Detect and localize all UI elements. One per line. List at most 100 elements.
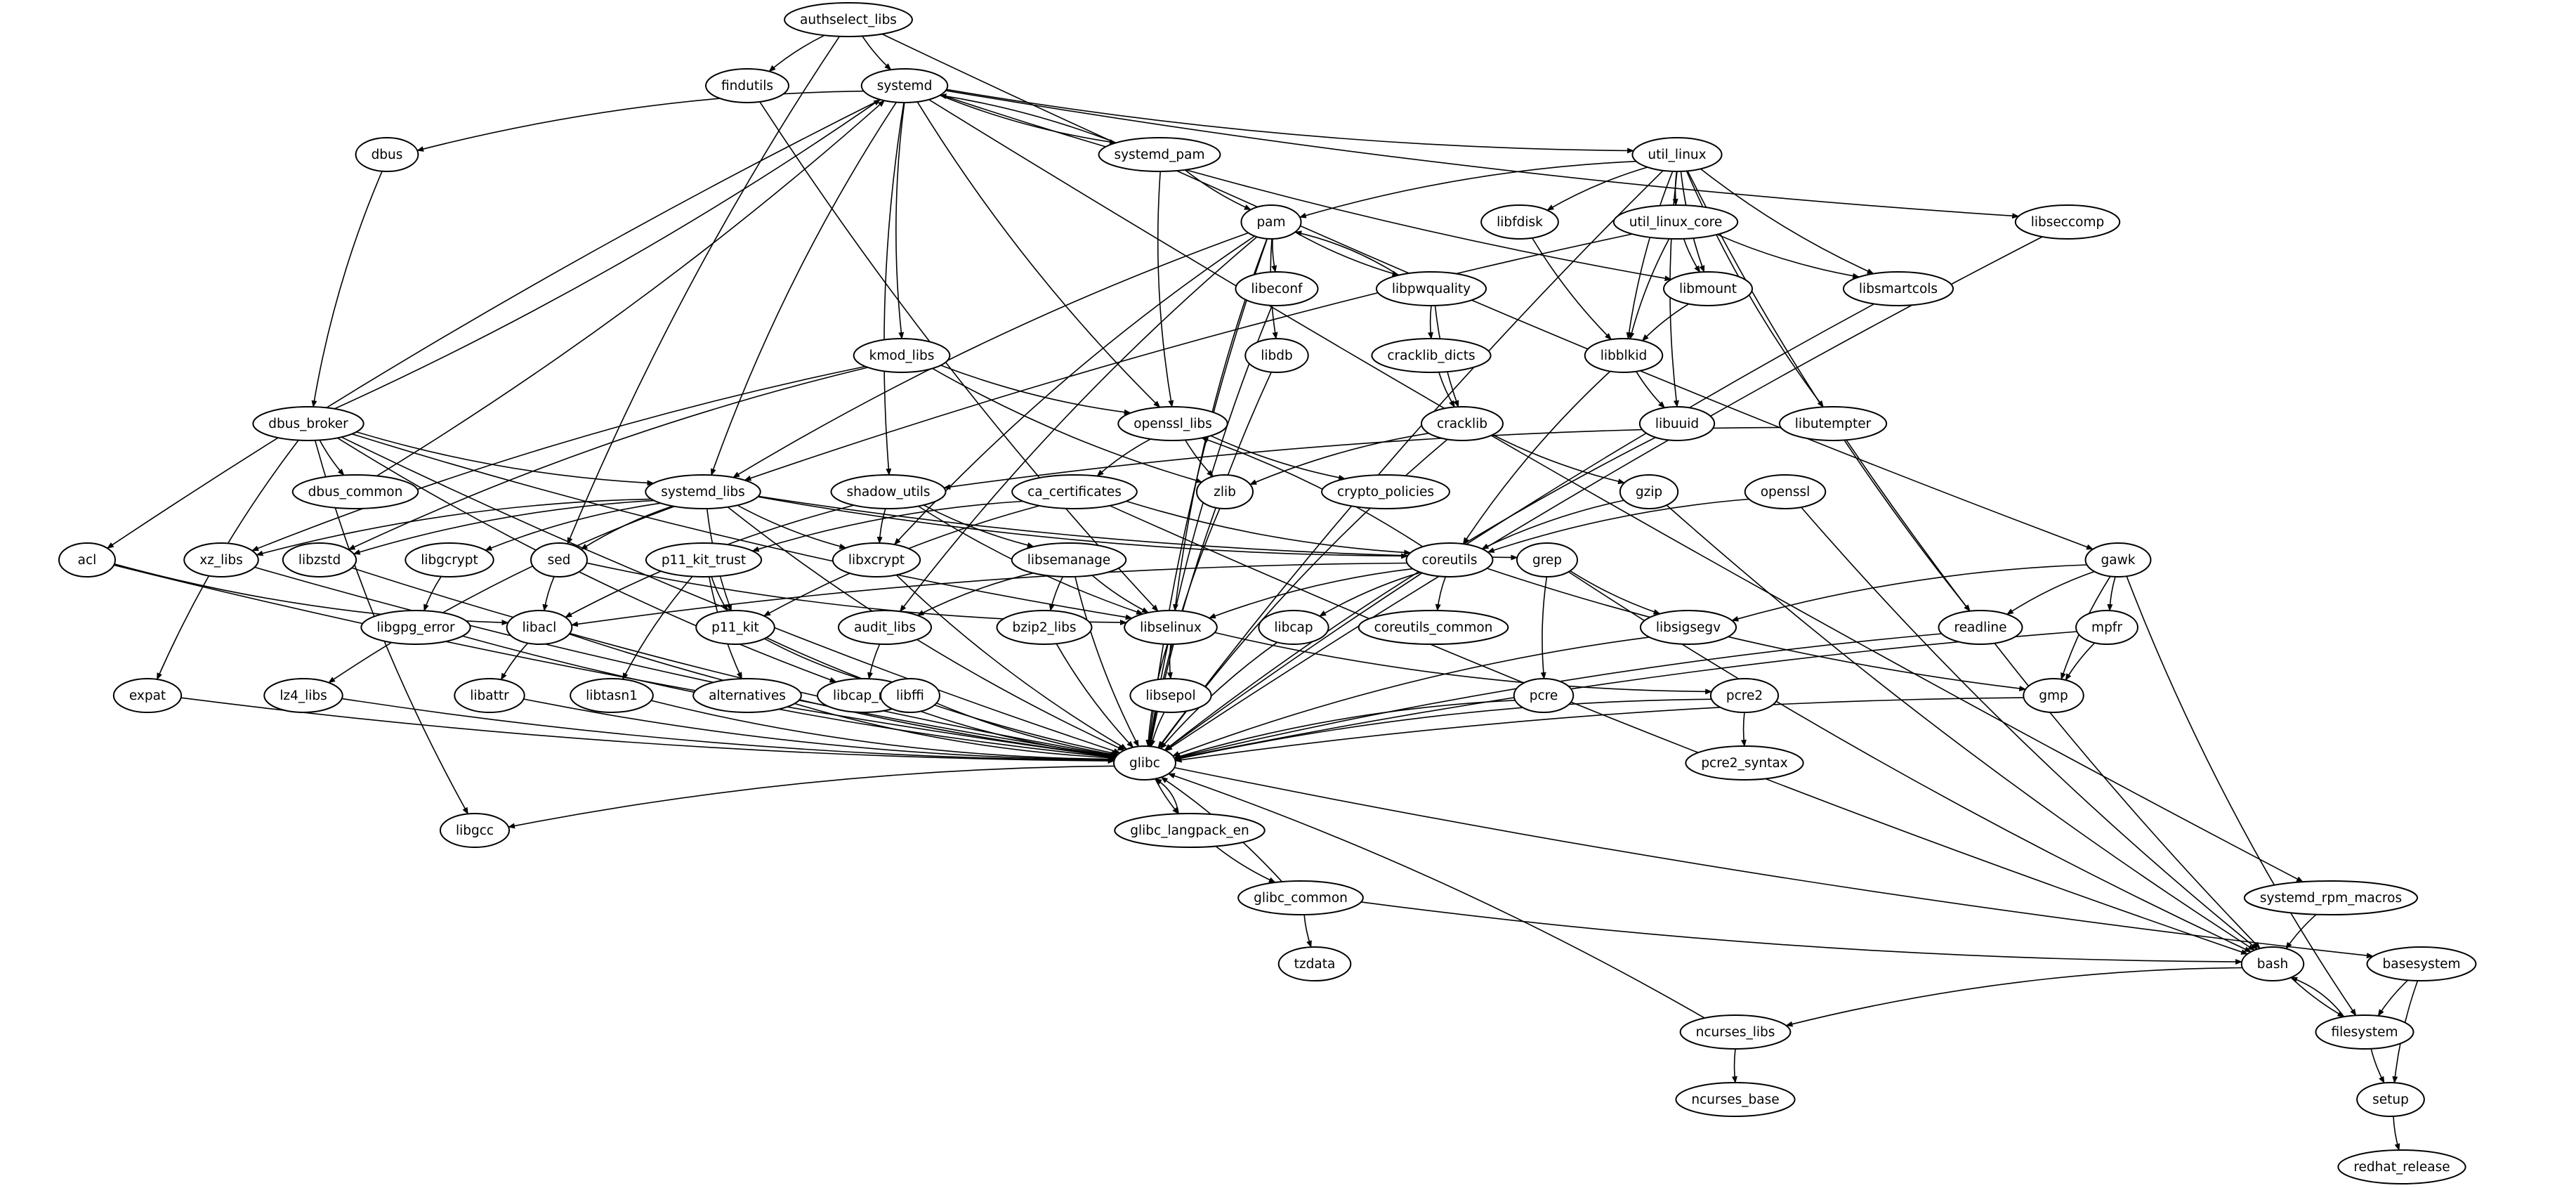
node-shape-lz4_libs: [263, 678, 343, 713]
node-shape-libgpg_error: [360, 610, 471, 645]
node-label-cracklib_dicts: cracklib_dicts: [1387, 348, 1475, 363]
node-shape-pcre2: [1709, 678, 1780, 713]
node-label-libsmartcols: libsmartcols: [1859, 282, 1938, 296]
node-label-libzstd: libzstd: [298, 553, 341, 568]
node-shape-zlib: [1196, 474, 1254, 509]
node-label-basesystem: basesystem: [2383, 957, 2461, 972]
node-shape-setup: [2356, 1082, 2425, 1117]
node-shape-libxcrypt: [832, 542, 921, 577]
node-alternatives: alternatives: [692, 678, 802, 713]
node-libsmartcols: libsmartcols: [1842, 271, 1954, 306]
node-gawk: gawk: [2084, 542, 2152, 577]
edge-systemd_libs-to-libgcrypt: [485, 502, 661, 551]
node-label-libcap_ng: libcap_ng: [833, 688, 895, 703]
edge-libcap_ng-to-glibc: [902, 704, 1117, 759]
node-label-expat: expat: [129, 688, 166, 703]
edge-glibc_langpack_en-to-glibc_common: [1215, 845, 1276, 883]
edge-systemd-to-systemd_rpm_macros: [928, 99, 2304, 883]
node-label-acl: acl: [78, 553, 97, 568]
node-shape-filesystem: [2315, 1014, 2414, 1050]
node-mpfr: mpfr: [2075, 610, 2138, 645]
node-bzip2_libs: bzip2_libs: [996, 610, 1093, 645]
edge-filesystem-to-setup: [2370, 1048, 2385, 1084]
edge-coreutils-to-libacl: [570, 562, 1407, 627]
node-shape-libdb: [1244, 338, 1309, 373]
edge-gmp-to-glibc: [1174, 697, 2024, 763]
node-shape-libattr: [454, 678, 525, 713]
node-shape-readline: [1938, 610, 2023, 645]
node-pam: pam: [1240, 204, 1302, 240]
edge-systemd-to-shadow_utils: [883, 102, 905, 476]
edge-gawk-to-libsigsegv: [1731, 564, 2087, 622]
node-coreutils_common: coreutils_common: [1358, 610, 1509, 645]
node-shape-pcre2_syntax: [1685, 745, 1804, 781]
node-shape-cracklib: [1420, 406, 1504, 441]
node-label-systemd_libs: systemd_libs: [661, 485, 745, 500]
edge-pam-to-libeconf: [1271, 238, 1277, 273]
node-shape-systemd_pam: [1098, 137, 1221, 172]
node-label-coreutils_common: coreutils_common: [1374, 620, 1493, 635]
edge-bzip2_libs-to-glibc: [1056, 643, 1134, 748]
node-label-filesystem: filesystem: [2331, 1025, 2398, 1040]
edge-libattr-to-glibc: [523, 698, 1115, 763]
edge-authselect_libs-to-systemd: [862, 35, 892, 70]
node-label-libeconf: libeconf: [1251, 282, 1303, 296]
node-shape-alternatives: [692, 678, 802, 713]
edge-grep-to-pcre: [1540, 576, 1548, 679]
edge-dbus_common-to-systemd: [376, 100, 886, 477]
edge-setup-to-redhat_release: [2393, 1116, 2400, 1151]
edge-gzip-to-coreutils: [1481, 500, 1624, 549]
node-label-glibc_common: glibc_common: [1254, 891, 1348, 906]
node-libfdisk: libfdisk: [1480, 204, 1559, 240]
edge-dbus_broker-to-systemd: [334, 99, 881, 410]
node-shape-basesystem: [2366, 946, 2477, 981]
node-xz_libs: xz_libs: [183, 542, 259, 577]
node-shape-shadow_utils: [830, 474, 947, 509]
node-shape-p11_kit: [695, 610, 775, 645]
edge-libblkid-to-coreutils: [1462, 370, 1611, 545]
node-shape-grep: [1516, 542, 1579, 577]
edge-libffi-to-glibc: [936, 703, 1119, 757]
node-shape-redhat_release: [2337, 1149, 2466, 1184]
edge-audit_libs-to-libcap_ng: [867, 644, 881, 680]
node-setup: setup: [2356, 1082, 2425, 1117]
edge-systemd-to-systemd_pam: [940, 94, 1117, 145]
edge-openssl_libs-to-crypto_policies: [1210, 435, 1346, 481]
edge-libmount-to-libblkid: [1641, 303, 1690, 341]
edge-filesystem-to-bash: [2290, 977, 2345, 1017]
edge-util_linux-to-libfdisk: [1546, 167, 1648, 211]
node-util_linux_core: util_linux_core: [1612, 204, 1739, 240]
node-label-readline: readline: [1954, 620, 2006, 635]
edge-sed-to-libacl: [542, 576, 555, 612]
node-libselinux: libselinux: [1124, 610, 1218, 645]
node-shape-bzip2_libs: [996, 610, 1093, 645]
node-shape-libffi: [880, 678, 940, 713]
node-redhat_release: redhat_release: [2337, 1149, 2466, 1184]
node-label-pam: pam: [1256, 215, 1285, 230]
node-shape-systemd: [860, 68, 949, 103]
node-label-xz_libs: xz_libs: [199, 553, 243, 568]
node-libcap: libcap: [1258, 610, 1329, 645]
node-label-libcap: libcap: [1274, 620, 1313, 635]
node-shape-dbus_common: [291, 474, 419, 509]
node-libuuid: libuuid: [1638, 406, 1716, 441]
edge-glibc_langpack_en-to-glibc: [1155, 778, 1179, 814]
node-shape-pcre: [1513, 678, 1575, 713]
node-findutils: findutils: [704, 68, 790, 103]
edge-p11_kit-to-glibc: [765, 637, 1119, 756]
node-libgcc: libgcc: [439, 813, 511, 848]
node-label-libgcrypt: libgcrypt: [421, 553, 478, 568]
node-libutempter: libutempter: [1778, 406, 1888, 441]
node-label-redhat_release: redhat_release: [2353, 1160, 2450, 1175]
node-label-ca_certificates: ca_certificates: [1027, 485, 1122, 500]
node-libzstd: libzstd: [282, 542, 357, 577]
node-label-util_linux_core: util_linux_core: [1629, 215, 1723, 230]
node-ncurses_base: ncurses_base: [1675, 1082, 1796, 1117]
node-label-alternatives: alternatives: [709, 688, 786, 703]
edge-systemd-to-util_linux: [946, 89, 1635, 154]
node-shape-dbus_broker: [252, 406, 364, 441]
node-shape-coreutils_common: [1358, 610, 1509, 645]
node-libsemanage: libsemanage: [1011, 542, 1127, 577]
edge-cracklib_dicts-to-cracklib: [1438, 372, 1455, 408]
